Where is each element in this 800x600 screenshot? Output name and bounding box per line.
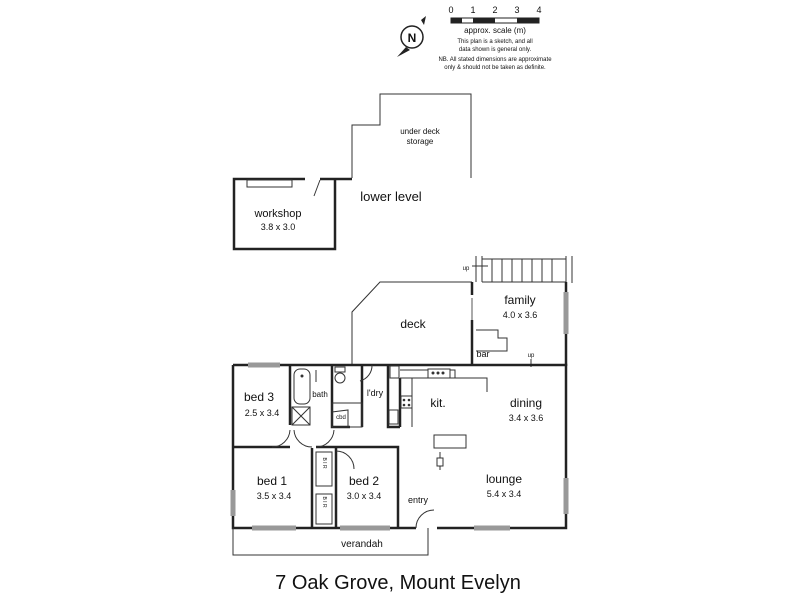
bed2-label: bed 2 — [349, 474, 379, 488]
doors — [271, 364, 435, 529]
compass-letter: N — [408, 31, 417, 45]
up-label-2: up — [528, 353, 535, 359]
up-label-1: up — [463, 266, 470, 272]
bed3-label: bed 3 — [244, 390, 274, 404]
compass-icon: N — [397, 16, 426, 57]
bath-label: bath — [312, 390, 328, 399]
bed1-dim: 3.5 x 3.4 — [257, 491, 292, 501]
scale-tick-2: 2 — [492, 5, 497, 15]
scale-label: approx. scale (m) — [464, 26, 526, 35]
scale-note-4: only & should not be taken as definite. — [444, 65, 546, 71]
family-dim: 4.0 x 3.6 — [503, 310, 538, 320]
cbd-label: cbd — [336, 415, 346, 421]
scale-tick-0: 0 — [448, 5, 453, 15]
deck-outline — [351, 281, 472, 365]
scale-note-3: NB. All stated dimensions are approximat… — [438, 57, 552, 63]
lower-level: under deck storage workshop 3.8 x 3.0 lo… — [232, 93, 472, 251]
lounge-dim: 5.4 x 3.4 — [487, 489, 522, 499]
bar-label: bar — [476, 349, 489, 359]
entry-label: entry — [408, 495, 429, 505]
lower-level-label: lower level — [360, 189, 422, 204]
lounge-label: lounge — [486, 472, 522, 486]
family-label: family — [504, 293, 535, 307]
bed2-dim: 3.0 x 3.4 — [347, 491, 382, 501]
workshop-label: workshop — [253, 208, 301, 220]
workshop-dim: 3.8 x 3.0 — [261, 222, 296, 232]
scale-note-1: This plan is a sketch, and all — [457, 39, 532, 45]
bed3-dim: 2.5 x 3.4 — [245, 408, 280, 418]
storage-label-2: storage — [407, 137, 434, 146]
verandah-outline — [232, 528, 429, 556]
stairs: up — [463, 256, 573, 283]
dining-dim: 3.4 x 3.6 — [509, 413, 544, 423]
deck-label: deck — [400, 317, 426, 331]
kitchen-label: kit. — [430, 396, 445, 410]
scale-bar: 0 1 2 3 4 approx. scale (m) This plan is… — [438, 5, 552, 71]
verandah-label: verandah — [341, 539, 383, 550]
laundry-label: l'dry — [367, 388, 384, 398]
scale-tick-1: 1 — [470, 5, 475, 15]
scale-tick-3: 3 — [514, 5, 519, 15]
storage-label-1: under deck — [400, 127, 441, 136]
robe-label-1: B I R — [321, 457, 327, 469]
scale-note-2: data shown is general only. — [459, 47, 532, 53]
dining-label: dining — [510, 396, 542, 410]
bed1-label: bed 1 — [257, 474, 287, 488]
address-title: 7 Oak Grove, Mount Evelyn — [275, 572, 521, 594]
robe-label-2: B I R — [321, 496, 327, 508]
scale-tick-4: 4 — [536, 5, 541, 15]
